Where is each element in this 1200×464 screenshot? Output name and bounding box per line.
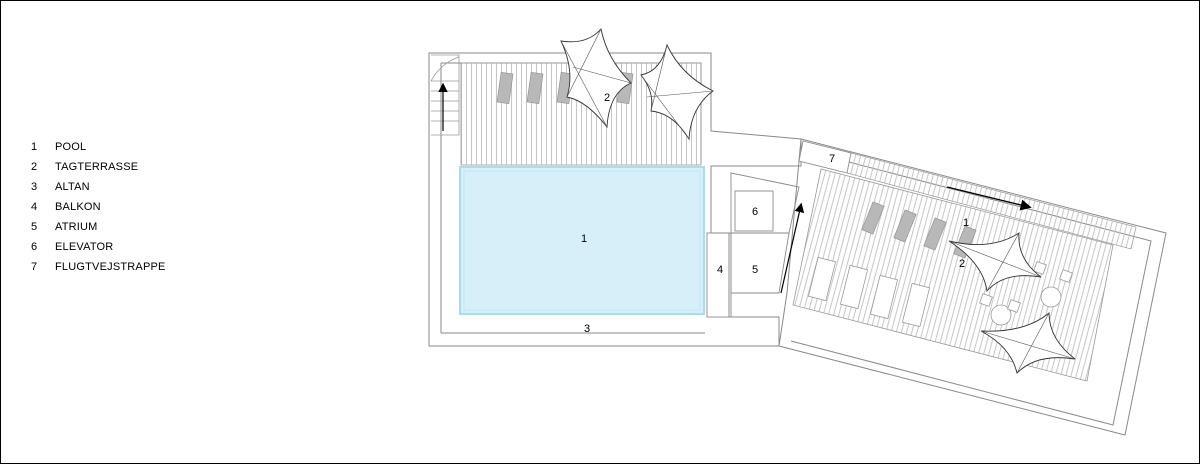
legend-item: 5 ATRIUM	[31, 217, 166, 237]
right-walkway	[846, 152, 1137, 250]
plan-label-pool: 1	[581, 233, 587, 245]
right-loungers	[861, 201, 977, 259]
right-stair-arrow	[780, 202, 805, 294]
plan-label-terrace-right: 2	[959, 258, 965, 270]
legend-label: ALTAN	[55, 181, 90, 193]
plan-label-altan: 3	[584, 323, 590, 335]
pool-basin	[459, 166, 705, 315]
right-stair-strip	[798, 140, 852, 174]
plan-label-elevator: 6	[752, 206, 758, 218]
legend-item: 4 BALKON	[31, 197, 166, 217]
legend-number: 2	[31, 161, 38, 173]
plan-label-atrium: 5	[752, 264, 758, 276]
legend-item: 7 FLUGTVEJSTRAPPE	[31, 257, 166, 277]
legend-number: 4	[31, 201, 38, 213]
left-parasol-b	[640, 43, 714, 141]
legend-number: 1	[31, 141, 38, 153]
legend-label: TAGTERRASSE	[55, 161, 139, 173]
plan-label-terrace-left: 2	[604, 92, 610, 104]
legend-number: 7	[31, 261, 38, 273]
left-stair	[430, 54, 460, 136]
legend-label: BALKON	[55, 201, 101, 213]
plan-label-balkon: 4	[717, 264, 723, 276]
legend-item: 2 TAGTERRASSE	[31, 157, 166, 177]
right-parasol-a	[948, 232, 1042, 293]
legend-label: ELEVATOR	[55, 241, 114, 253]
plan-label-stair: 7	[829, 153, 835, 165]
left-parasol-a	[560, 28, 632, 129]
legend-number: 6	[31, 241, 38, 253]
legend: 1 POOL 2 TAGTERRASSE 3 ALTAN 4 BALKON 5 …	[31, 137, 166, 277]
core-rooms	[706, 172, 800, 318]
walkway-arrow	[946, 186, 1032, 211]
legend-label: FLUGTVEJSTRAPPE	[55, 261, 166, 273]
legend-number: 3	[31, 181, 38, 193]
legend-label: ATRIUM	[55, 221, 98, 233]
right-parasol-b	[980, 312, 1076, 374]
legend-item: 6 ELEVATOR	[31, 237, 166, 257]
right-sunbeds	[807, 256, 931, 328]
right-lounge-furniture	[979, 261, 1073, 326]
legend-item: 3 ALTAN	[31, 177, 166, 197]
plan-label-right-deck: 1	[963, 217, 969, 229]
legend-item: 1 POOL	[31, 137, 166, 157]
legend-number: 5	[31, 221, 38, 233]
pool-inner-edge	[463, 170, 701, 311]
legend-label: POOL	[55, 141, 87, 153]
